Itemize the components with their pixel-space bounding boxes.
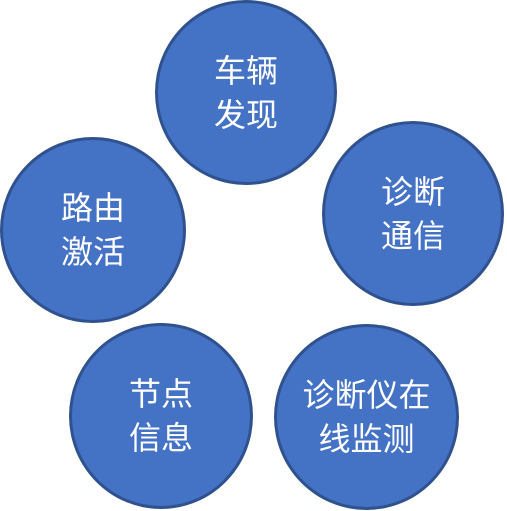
- node-diagnostic-communication: 诊断 通信: [322, 121, 504, 306]
- node-label: 诊断仪在 线监测: [302, 376, 431, 458]
- node-label: 诊断 通信: [380, 172, 445, 255]
- node-node-information: 节点 信息: [69, 323, 253, 509]
- node-routing-activation: 路由 激活: [0, 137, 186, 323]
- node-vehicle-discovery: 车辆 发现: [155, 0, 337, 185]
- node-label: 节点 信息: [128, 375, 193, 457]
- node-label: 车辆 发现: [213, 51, 278, 134]
- node-label: 路由 激活: [60, 189, 125, 271]
- node-tester-online-monitoring: 诊断仪在 线监测: [274, 324, 459, 510]
